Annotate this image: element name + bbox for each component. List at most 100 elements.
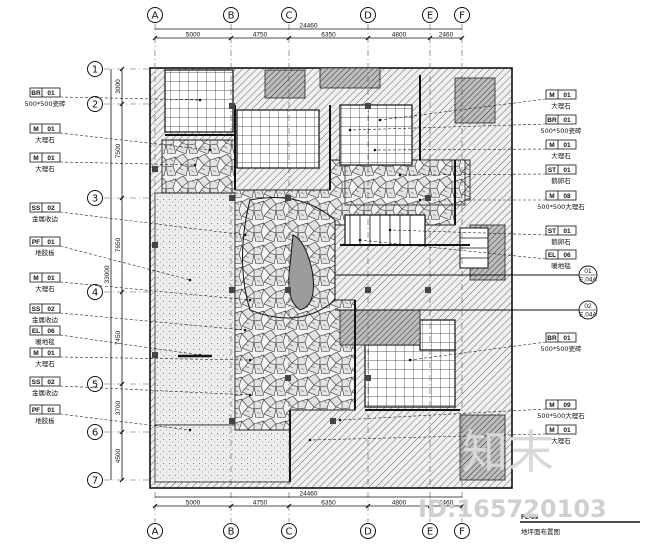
dimension-value: 7650	[115, 237, 122, 252]
material-tag-number: 01	[47, 126, 55, 133]
section-number: 01	[584, 268, 592, 275]
material-leader-line	[59, 96, 201, 101]
material-tag-box	[545, 424, 577, 435]
dimension-tick	[152, 35, 158, 41]
grid-bubble-label: E	[427, 11, 433, 22]
dimension-value: 7450	[115, 330, 122, 345]
grid-bubble-label: D	[364, 11, 372, 22]
material-leader-dot	[308, 438, 312, 442]
material-leader-line	[389, 229, 547, 236]
material-tag-description: 暖地毯	[35, 337, 55, 346]
material-tag-number: 01	[563, 335, 571, 342]
material-leader-line	[59, 334, 201, 356]
dimension-tick	[228, 503, 234, 509]
material-leader-dot	[338, 418, 342, 422]
grid-bubble-4	[87, 284, 103, 300]
material-leader-line	[59, 211, 246, 236]
grid-bubble-label: 7	[92, 476, 98, 487]
material-tag-code: M	[33, 126, 38, 133]
grid-bubble-D	[360, 523, 376, 539]
material-tag-box	[29, 347, 61, 358]
material-tag-description: 大理石	[551, 151, 571, 160]
grid-bubble-label: D	[364, 527, 372, 538]
dimension-tick	[228, 35, 234, 41]
material-tag-number: 06	[563, 252, 571, 259]
material-leader-dot	[418, 198, 422, 202]
material-tag-number: 01	[47, 90, 55, 97]
grid-bubble-label: 6	[92, 428, 98, 439]
material-tag-number: 01	[563, 117, 571, 124]
material-tag-box	[545, 164, 577, 175]
dimension-tick	[427, 503, 433, 509]
material-leader-dot	[243, 328, 247, 332]
grid-bubble-7	[87, 472, 103, 488]
material-tag-description: 大理石	[551, 436, 571, 445]
material-tag-code: SS	[32, 205, 41, 212]
grid-lines	[104, 24, 463, 522]
material-leader-dot	[248, 298, 252, 302]
material-tag-description: 大理石	[35, 359, 55, 368]
material-tag-code: BR	[547, 335, 557, 342]
material-tag-number: 09	[563, 402, 571, 409]
material-tag-number: 01	[47, 239, 55, 246]
material-tag-number: 01	[563, 142, 571, 149]
material-leader-dot	[378, 118, 382, 122]
material-leader-line	[409, 341, 547, 361]
material-leader-dot	[388, 228, 392, 232]
dimension-value: 2460	[439, 500, 454, 507]
material-tag-code: M	[549, 193, 554, 200]
material-leader-line	[309, 433, 547, 441]
watermark-id: ID:165720103	[418, 495, 607, 523]
grid-bubble-D	[360, 7, 376, 23]
material-tag-number: 01	[563, 228, 571, 235]
material-tag-box	[29, 152, 61, 163]
material-leader-line	[59, 356, 251, 361]
material-tag-code: BR	[31, 90, 41, 97]
material-tag-code: M	[549, 402, 554, 409]
material-tag-number: 01	[563, 427, 571, 434]
material-tag-number: 01	[563, 167, 571, 174]
dimension-total: 33000	[104, 265, 111, 283]
dimension-tick	[365, 503, 371, 509]
grid-bubble-label: A	[152, 11, 159, 22]
dimension-tick	[119, 429, 125, 435]
material-tag-number: 06	[47, 328, 55, 335]
dimension-tick	[119, 289, 125, 295]
material-tag-box	[545, 89, 577, 100]
material-tag-number: 01	[47, 350, 55, 357]
material-tag-description: 金属收边	[32, 214, 59, 223]
material-tag-code: SS	[32, 306, 41, 313]
material-tag-box	[545, 139, 577, 150]
material-tag-number: 02	[47, 306, 55, 313]
grid-bubble-label: F	[459, 11, 465, 22]
grid-bubble-F	[454, 523, 470, 539]
dimension-value: 7500	[115, 143, 122, 158]
material-tag-description: 金属收边	[32, 388, 59, 397]
grid-bubble-label: 1	[92, 65, 98, 76]
material-tag-box	[29, 236, 61, 247]
material-leader-dot	[188, 278, 192, 282]
material-leader-dot	[198, 98, 202, 102]
dimension-total: 24460	[299, 23, 317, 30]
dimension-value: 5000	[186, 500, 201, 507]
grid-bubble-A	[147, 7, 163, 23]
material-leader-line	[379, 98, 547, 121]
material-tag-description: 500*500瓷砖	[540, 126, 582, 135]
material-tag-code: SS	[32, 379, 41, 386]
dimension-tick	[119, 477, 125, 483]
section-sheet: E.04A	[579, 277, 597, 284]
material-tag-description: 地胶板	[35, 416, 55, 425]
material-tag-number: 02	[47, 379, 55, 386]
grid-bubble-C	[281, 523, 297, 539]
material-tag-code: M	[549, 92, 554, 99]
material-tag-number: 01	[47, 407, 55, 414]
grid-bubble-E	[422, 523, 438, 539]
dimension-value: 5000	[186, 32, 201, 39]
grid-bubble-1	[87, 61, 103, 77]
grid-bubble-label: 4	[92, 288, 98, 299]
